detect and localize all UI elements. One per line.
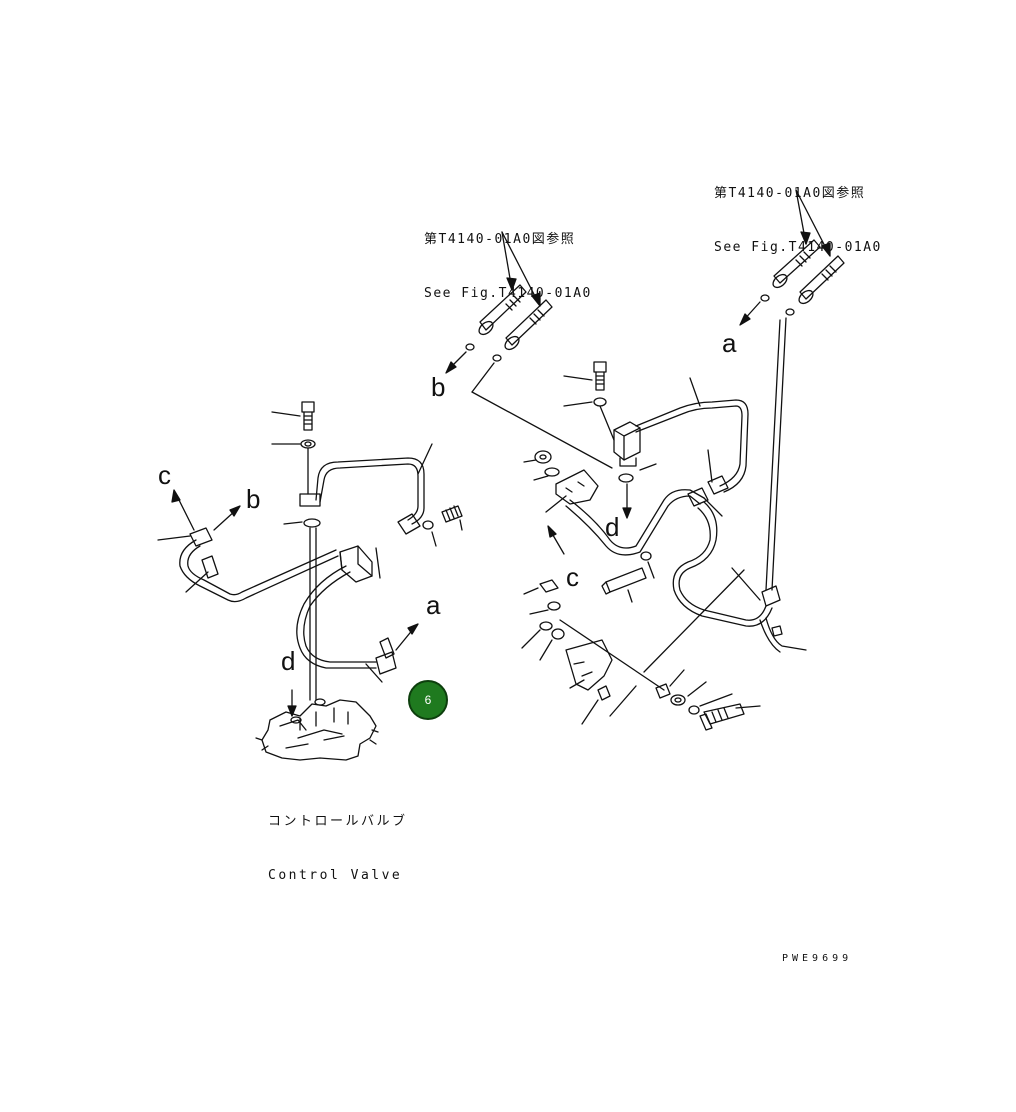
connection-letter-d-right: d bbox=[605, 512, 620, 542]
drawing-code: PWE9699 bbox=[782, 953, 853, 964]
connection-letter-d-left: d bbox=[281, 646, 296, 676]
reference-right-en: See Fig.T4140-01A0 bbox=[714, 240, 882, 255]
reference-note-left: 第T4140-01A0図参照 See Fig.T4140-01A0 bbox=[424, 195, 592, 321]
control-valve bbox=[256, 690, 378, 760]
connection-letter-b-left-top: b bbox=[431, 372, 446, 402]
hose-pair-right-top bbox=[740, 190, 844, 590]
hose-pair-left-top bbox=[446, 232, 612, 468]
control-valve-caption-en: Control Valve bbox=[268, 868, 403, 883]
reference-left-jp: 第T4140-01A0図参照 bbox=[424, 232, 576, 247]
connection-letter-a-right-top: a bbox=[722, 328, 737, 358]
right-assembly bbox=[522, 362, 806, 730]
connection-letter-c-left: c bbox=[158, 460, 171, 490]
callout-marker[interactable]: 6 bbox=[408, 680, 448, 720]
left-assembly bbox=[158, 402, 462, 700]
connection-letter-b-left: b bbox=[246, 484, 261, 514]
connection-letter-a-left: a bbox=[426, 590, 441, 620]
connection-letter-c-right: c bbox=[566, 562, 579, 592]
reference-note-right: 第T4140-01A0図参照 See Fig.T4140-01A0 bbox=[714, 149, 882, 275]
callout-marker-label: 6 bbox=[424, 693, 432, 707]
reference-left-en: See Fig.T4140-01A0 bbox=[424, 286, 592, 301]
control-valve-caption-jp: コントロールバルブ bbox=[268, 814, 408, 829]
reference-right-jp: 第T4140-01A0図参照 bbox=[714, 186, 866, 201]
control-valve-caption: コントロールバルブ Control Valve bbox=[268, 777, 408, 903]
